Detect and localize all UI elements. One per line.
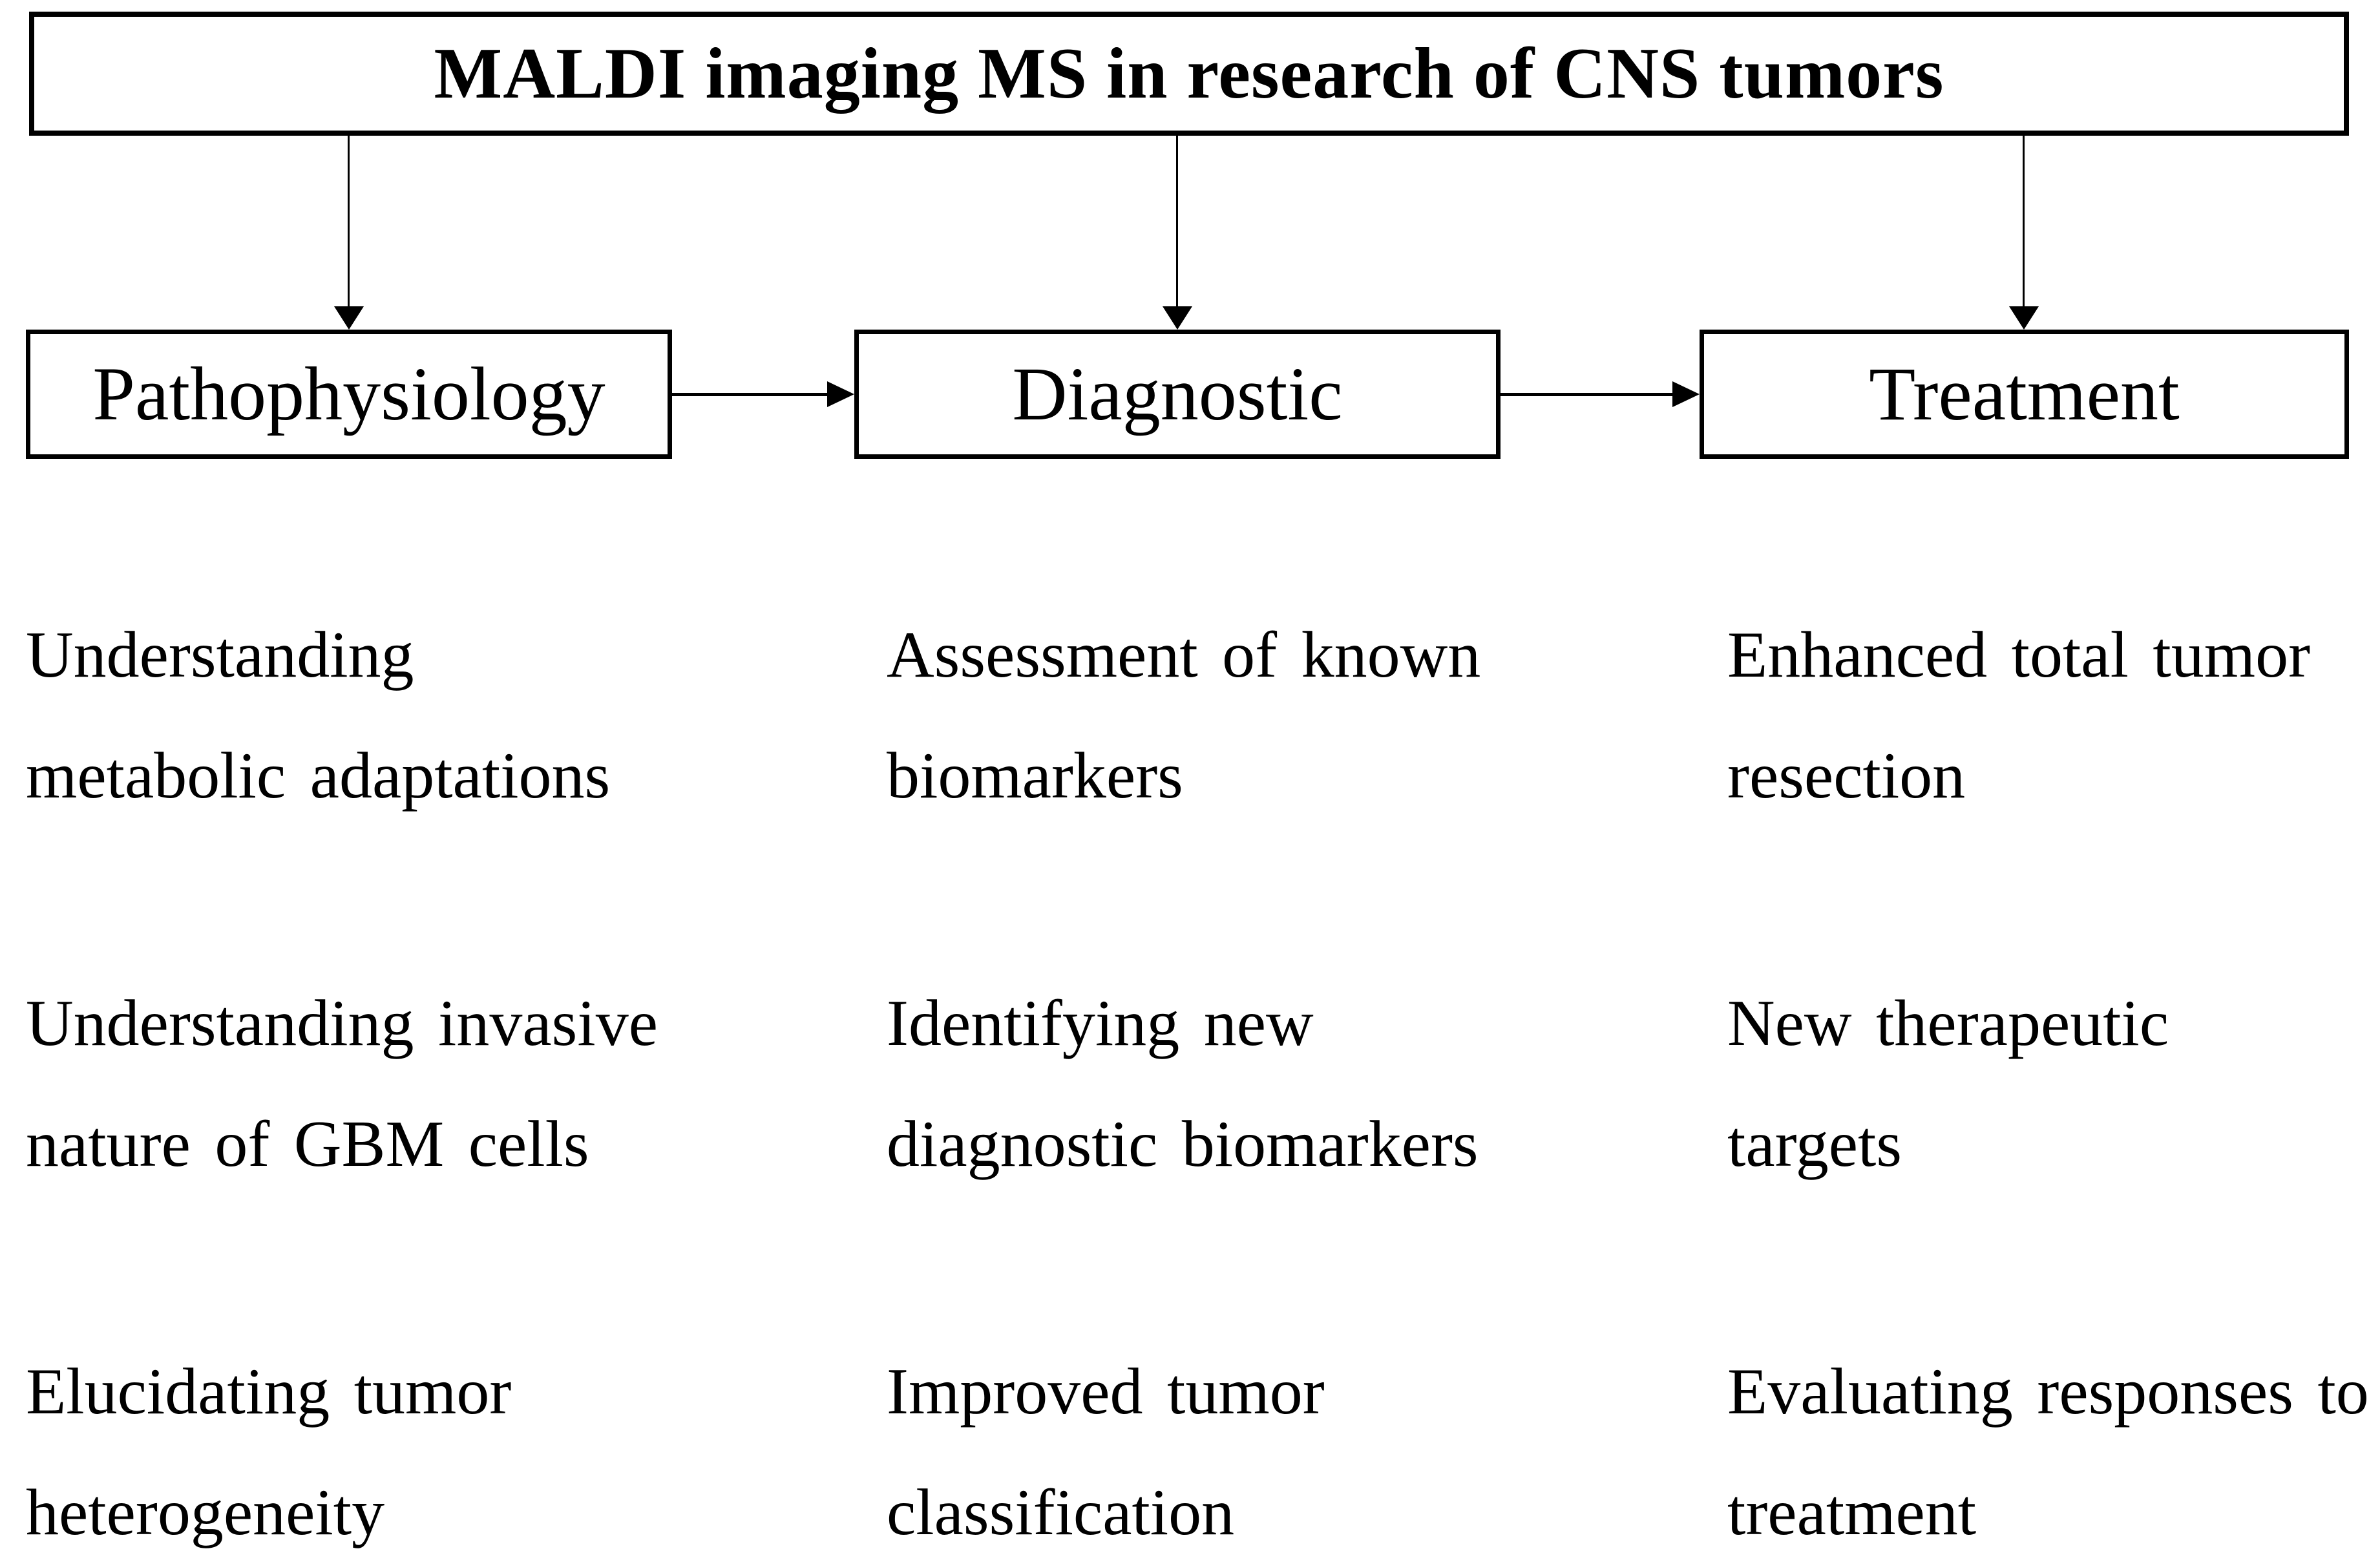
arrow-line [672, 393, 827, 396]
title-box: MALDI imaging MS in research of CNS tumo… [29, 12, 2349, 136]
item-line: Identifying new [887, 987, 1314, 1060]
arrow-down-icon [1163, 306, 1192, 330]
item-line: Elucidating tumor [26, 1355, 512, 1428]
node-box-pathophysiology: Pathophysiology [26, 330, 672, 459]
item-line: Improved tumor [887, 1355, 1325, 1428]
item-line: nature of GBM cells [26, 1108, 589, 1181]
item-line: Understanding invasive [26, 987, 658, 1060]
item-line: metabolic adaptations [26, 739, 611, 812]
arrow-line [1176, 136, 1178, 306]
item-column-treatment: Enhanced total tumor resection New thera… [1727, 595, 2369, 1551]
item-line: treatment [1727, 1476, 1977, 1549]
node-box-treatment: Treatment [1700, 330, 2349, 459]
node-box-diagnostic: Diagnostic [854, 330, 1501, 459]
arrow-line [348, 136, 350, 306]
list-item: Assessment of known biomarkers [887, 595, 1480, 836]
list-item: Understanding invasive nature of GBM cel… [26, 963, 658, 1205]
list-item: New therapeutic targets [1727, 963, 2369, 1205]
item-line: heterogeneity [26, 1476, 385, 1549]
arrow-line [1501, 393, 1672, 396]
arrow-down-icon [334, 306, 364, 330]
arrow-right-icon [1672, 381, 1700, 407]
item-line: Evaluating responses to [1727, 1355, 2369, 1428]
arrow-right-icon [827, 381, 854, 407]
item-line: resection [1727, 739, 1966, 812]
item-line: classification [887, 1476, 1235, 1549]
item-column-diagnostic: Assessment of known biomarkers Identifyi… [887, 595, 1480, 1551]
arrow-line [2023, 136, 2025, 306]
node-label: Pathophysiology [92, 352, 606, 436]
node-label: Diagnostic [1012, 352, 1343, 436]
item-line: targets [1727, 1108, 1902, 1181]
arrow-down-icon [2009, 306, 2039, 330]
list-item: Evaluating responses to treatment [1727, 1331, 2369, 1551]
list-item: Improved tumor classification [887, 1331, 1480, 1551]
item-column-pathophysiology: Understanding metabolic adaptations Unde… [26, 595, 658, 1551]
item-line: biomarkers [887, 739, 1183, 812]
item-line: Enhanced total tumor [1727, 618, 2311, 691]
item-line: New therapeutic [1727, 987, 2169, 1060]
item-line: Assessment of known [887, 618, 1481, 691]
item-line: Understanding [26, 618, 414, 691]
list-item: Identifying new diagnostic biomarkers [887, 963, 1480, 1205]
node-label: Treatment [1869, 352, 2180, 436]
list-item: Elucidating tumor heterogeneity [26, 1331, 658, 1551]
diagram-title: MALDI imaging MS in research of CNS tumo… [434, 33, 1944, 114]
list-item: Understanding metabolic adaptations [26, 595, 658, 836]
item-line: diagnostic biomarkers [887, 1108, 1479, 1181]
list-item: Enhanced total tumor resection [1727, 595, 2369, 836]
